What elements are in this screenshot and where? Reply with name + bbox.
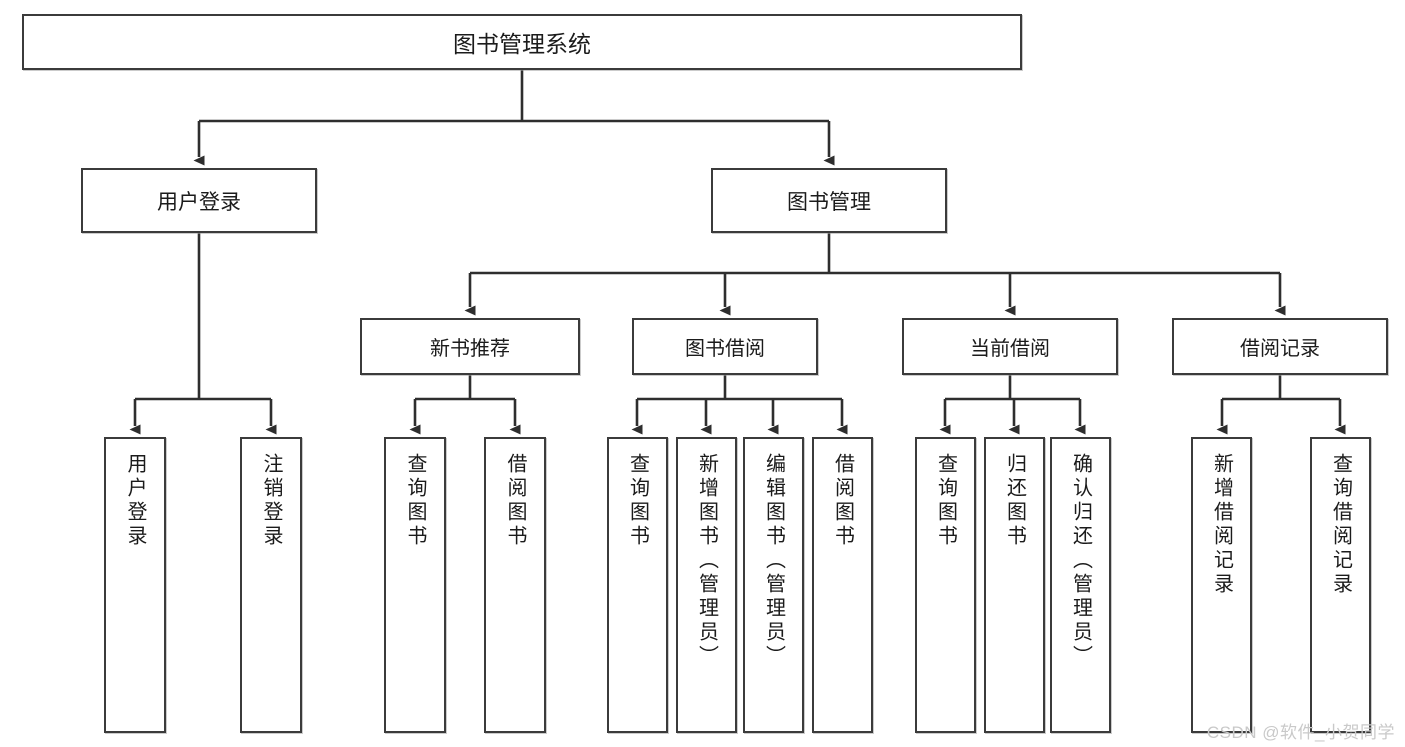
- leaf-query-book-current[interactable]: 查询图书: [915, 437, 976, 733]
- node-label: 用户登录: [157, 190, 241, 214]
- node-label: 借阅图书: [504, 453, 526, 549]
- leaf-query-book[interactable]: 查询图书: [607, 437, 668, 733]
- node-label: 图书借阅: [685, 338, 765, 360]
- leaf-borrow-book[interactable]: 借阅图书: [812, 437, 873, 733]
- leaf-add-borrow-record[interactable]: 新增借阅记录: [1191, 437, 1252, 733]
- leaf-query-borrow-record[interactable]: 查询借阅记录: [1310, 437, 1371, 733]
- node-label: 查询图书: [626, 453, 649, 549]
- node-label: 查询图书: [934, 453, 957, 549]
- leaf-query-book-new[interactable]: 查询图书: [384, 437, 446, 733]
- node-label: 新增借阅记录: [1210, 453, 1233, 597]
- leaf-confirm-return-admin[interactable]: 确认归还（管理员）: [1050, 437, 1111, 733]
- node-label: 借阅图书: [831, 453, 854, 549]
- node-current-borrow[interactable]: 当前借阅: [902, 318, 1118, 375]
- leaf-logout[interactable]: 注销登录: [240, 437, 302, 733]
- node-label: 新增图书（管理员）: [695, 453, 718, 669]
- node-label: 编辑图书（管理员）: [762, 453, 785, 669]
- node-label: 用户登录: [124, 453, 146, 549]
- node-borrow-record[interactable]: 借阅记录: [1172, 318, 1388, 375]
- leaf-return-book[interactable]: 归还图书: [984, 437, 1045, 733]
- node-label: 新书推荐: [430, 338, 510, 360]
- node-label: 注销登录: [260, 453, 282, 549]
- node-label: 归还图书: [1003, 453, 1026, 549]
- node-new-book-recommend[interactable]: 新书推荐: [360, 318, 580, 375]
- node-label: 确认归还（管理员）: [1069, 453, 1092, 669]
- node-label: 图书管理系统: [453, 31, 591, 57]
- node-label: 当前借阅: [970, 338, 1050, 360]
- node-book-management[interactable]: 图书管理: [711, 168, 947, 233]
- node-user-login[interactable]: 用户登录: [81, 168, 317, 233]
- node-root-system[interactable]: 图书管理系统: [22, 14, 1022, 70]
- leaf-edit-book-admin[interactable]: 编辑图书（管理员）: [743, 437, 804, 733]
- node-book-borrow[interactable]: 图书借阅: [632, 318, 818, 375]
- node-label: 借阅记录: [1240, 338, 1320, 360]
- node-label: 图书管理: [787, 190, 871, 214]
- node-label: 查询图书: [404, 453, 426, 549]
- leaf-add-book-admin[interactable]: 新增图书（管理员）: [676, 437, 737, 733]
- leaf-borrow-book-new[interactable]: 借阅图书: [484, 437, 546, 733]
- leaf-user-login[interactable]: 用户登录: [104, 437, 166, 733]
- node-label: 查询借阅记录: [1329, 453, 1352, 597]
